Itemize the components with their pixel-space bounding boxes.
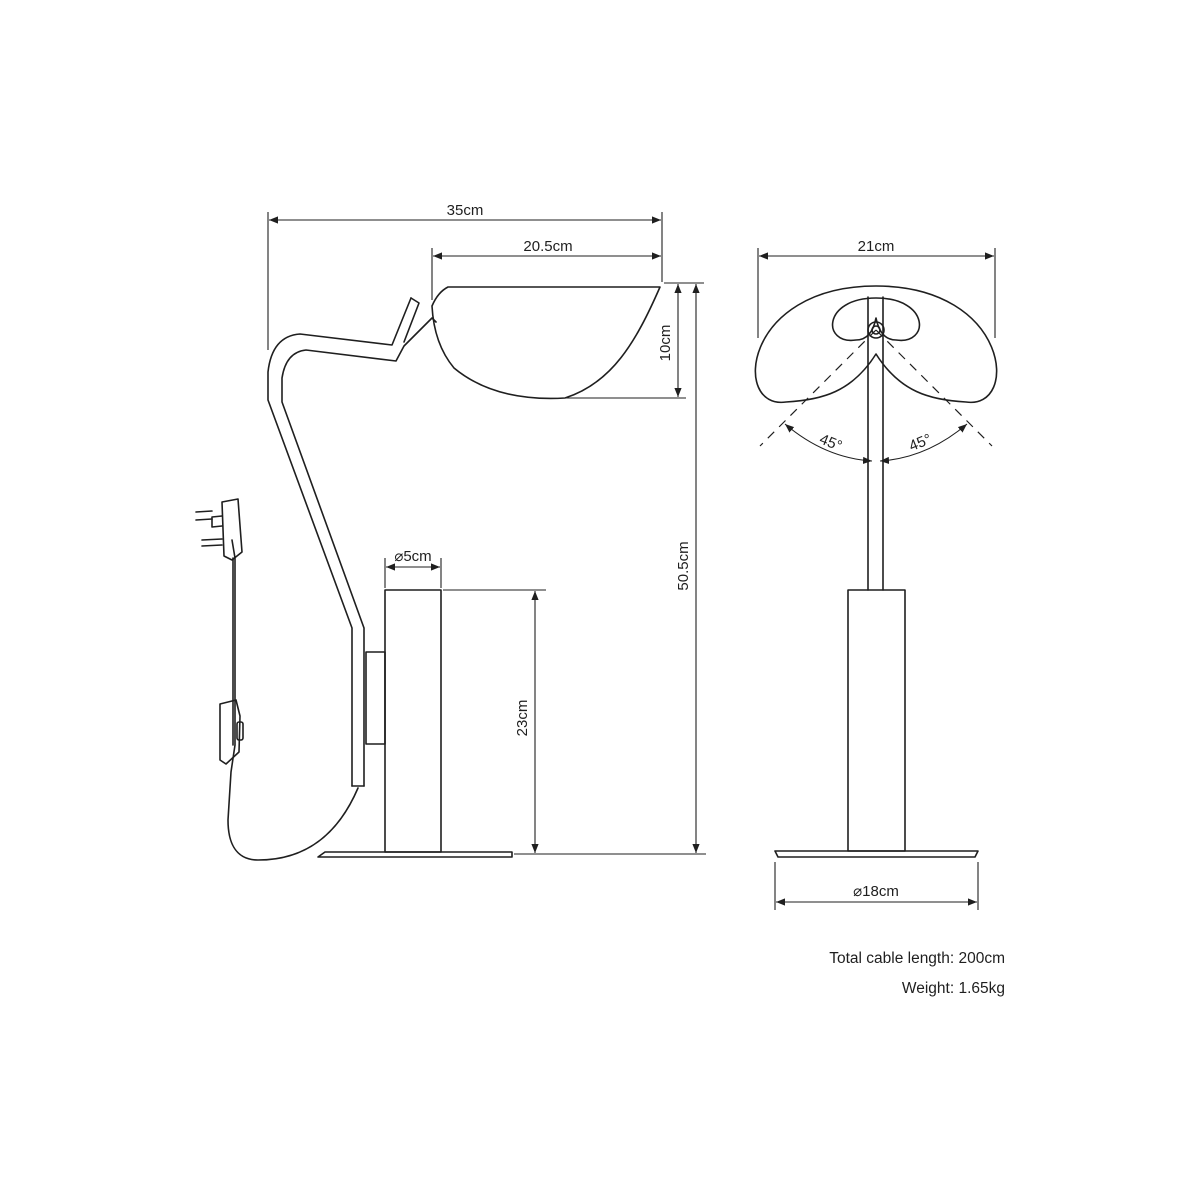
label-column-diameter: ⌀5cm — [394, 548, 431, 565]
side-bracket — [365, 651, 386, 745]
side-shade — [431, 286, 661, 400]
dim-shade-height: 10cm — [566, 282, 704, 399]
dim-base-diameter: ⌀18cm — [774, 862, 979, 910]
weight-note: Weight: 1.65kg — [901, 980, 1005, 997]
label-overall-width: 35cm — [447, 202, 484, 219]
front-stem — [867, 296, 884, 591]
front-base-plate — [774, 850, 979, 858]
tilt-indicator: 45° 45° — [759, 329, 993, 465]
dim-shade-width: 20.5cm — [431, 238, 661, 300]
label-overall-height: 50.5cm — [675, 541, 692, 590]
side-base-plate — [317, 851, 513, 858]
dim-overall-height: 50.5cm — [514, 284, 706, 855]
label-shade-width: 20.5cm — [523, 238, 572, 255]
label-front-shade-width: 21cm — [858, 238, 895, 255]
inline-switch — [219, 699, 244, 765]
cable-length-note: Total cable length: 200cm — [829, 950, 1005, 967]
dim-overall-width: 35cm — [267, 202, 663, 350]
label-tilt-right: 45° — [907, 431, 934, 455]
front-shade — [754, 285, 998, 403]
front-column — [847, 589, 906, 852]
shade-pivot — [867, 321, 885, 339]
dim-front-shade-width: 21cm — [757, 238, 996, 338]
power-cable — [227, 539, 359, 861]
plug — [195, 498, 243, 561]
dim-column-height: 23cm — [443, 589, 546, 853]
label-tilt-left: 45° — [817, 431, 844, 455]
side-view — [195, 286, 661, 861]
side-column — [384, 589, 442, 853]
label-column-height: 23cm — [514, 700, 531, 737]
side-arm — [267, 297, 437, 787]
label-shade-height: 10cm — [657, 325, 674, 362]
dim-column-diameter: ⌀5cm — [384, 548, 442, 588]
front-view: 45° 45° — [754, 285, 998, 858]
label-base-diameter: ⌀18cm — [853, 883, 899, 900]
spec-notes: Total cable length: 200cm Weight: 1.65kg — [829, 944, 1005, 1004]
